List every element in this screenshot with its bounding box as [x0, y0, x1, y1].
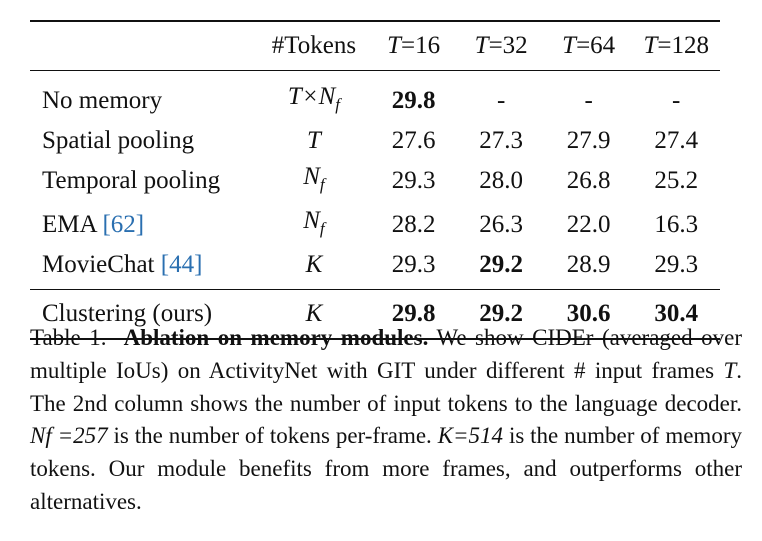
table-caption: Table 1. Ablation on memory modules. We … — [30, 322, 742, 519]
tokens-cell: Nf — [303, 163, 325, 194]
value-cell: - — [584, 87, 593, 114]
value-cell: 26.3 — [479, 211, 524, 238]
caption-title: Ablation on memory modules. — [123, 325, 429, 350]
tokens-cell: T — [306, 127, 321, 154]
table-row: Spatial pooling T 27.6 27.3 27.9 27.4 — [30, 123, 720, 159]
method-cell: No memory — [42, 87, 163, 114]
value-cell: - — [497, 87, 506, 114]
value-cell: 27.9 — [566, 127, 611, 154]
value-cell: 27.6 — [391, 127, 436, 154]
value-cell: 27.3 — [479, 127, 524, 154]
caption-var-nf: Nf =257 — [30, 423, 108, 449]
header-t16: T=16 — [387, 32, 441, 59]
value-cell: 29.3 — [391, 251, 436, 278]
value-cell: 26.8 — [566, 167, 611, 194]
table-row-ours: Clustering (ours) K 29.8 29.2 30.6 30.4 — [30, 289, 720, 339]
method-cell: Clustering (ours) — [42, 300, 213, 327]
method-cell: Temporal pooling — [42, 167, 221, 194]
header-method — [30, 21, 258, 71]
caption-label: Table 1. — [30, 325, 107, 350]
value-cell: 29.8 — [391, 87, 436, 114]
method-label: MovieChat — [42, 251, 155, 278]
tokens-cell: K — [305, 251, 323, 278]
caption-text: We show CIDEr (averaged over multiple Io… — [30, 325, 743, 383]
caption-var-k: K=514 — [437, 423, 504, 449]
value-cell: 25.2 — [654, 167, 699, 194]
value-cell: 29.2 — [479, 300, 524, 327]
header-t128: T=128 — [643, 32, 709, 59]
value-cell: 29.3 — [654, 251, 699, 278]
value-cell: 30.4 — [654, 300, 699, 327]
value-cell: 28.2 — [391, 211, 436, 238]
value-cell: 28.0 — [479, 167, 524, 194]
table-header-row: #Tokens T=16 T=32 T=64 T=128 — [30, 21, 720, 71]
caption-var-t: T — [723, 357, 737, 383]
method-cell: Spatial pooling — [42, 127, 195, 154]
caption-text: . The 2nd column shows the number of inp… — [30, 357, 742, 416]
caption-text: is the number of tokens per-frame. — [107, 423, 438, 449]
value-cell: 22.0 — [566, 211, 611, 238]
value-cell: 16.3 — [654, 211, 699, 238]
method-cell: EMA [62] — [30, 203, 258, 247]
method-cell: MovieChat [44] — [30, 247, 258, 290]
table-row: MovieChat [44] K 29.3 29.2 28.9 29.3 — [30, 247, 720, 290]
value-cell: 29.2 — [479, 251, 524, 278]
results-table-container: #Tokens T=16 T=32 T=64 T=128 No memory T… — [30, 20, 720, 340]
value-cell: 29.8 — [391, 300, 436, 327]
table-row: EMA [62] Nf 28.2 26.3 22.0 16.3 — [30, 203, 720, 247]
value-cell: 28.9 — [566, 251, 611, 278]
header-tokens: #Tokens — [271, 32, 357, 59]
caption-text: is the number of memory tokens. Our modu… — [30, 423, 742, 514]
value-cell: 27.4 — [654, 127, 699, 154]
citation-link[interactable]: [44] — [160, 251, 203, 278]
value-cell: 30.6 — [566, 300, 611, 327]
value-cell: - — [672, 87, 681, 114]
method-label: EMA — [42, 211, 97, 238]
tokens-cell: K — [305, 300, 323, 327]
tokens-cell: T×Nf — [287, 83, 341, 114]
tokens-cell: Nf — [303, 207, 325, 238]
table-row: No memory T×Nf 29.8 - - - — [30, 70, 720, 124]
citation-link[interactable]: [62] — [102, 211, 145, 238]
table-row: Temporal pooling Nf 29.3 28.0 26.8 25.2 — [30, 159, 720, 203]
header-t64: T=64 — [562, 32, 616, 59]
value-cell: 29.3 — [391, 167, 436, 194]
results-table: #Tokens T=16 T=32 T=64 T=128 No memory T… — [30, 20, 720, 340]
header-t32: T=32 — [474, 32, 528, 59]
